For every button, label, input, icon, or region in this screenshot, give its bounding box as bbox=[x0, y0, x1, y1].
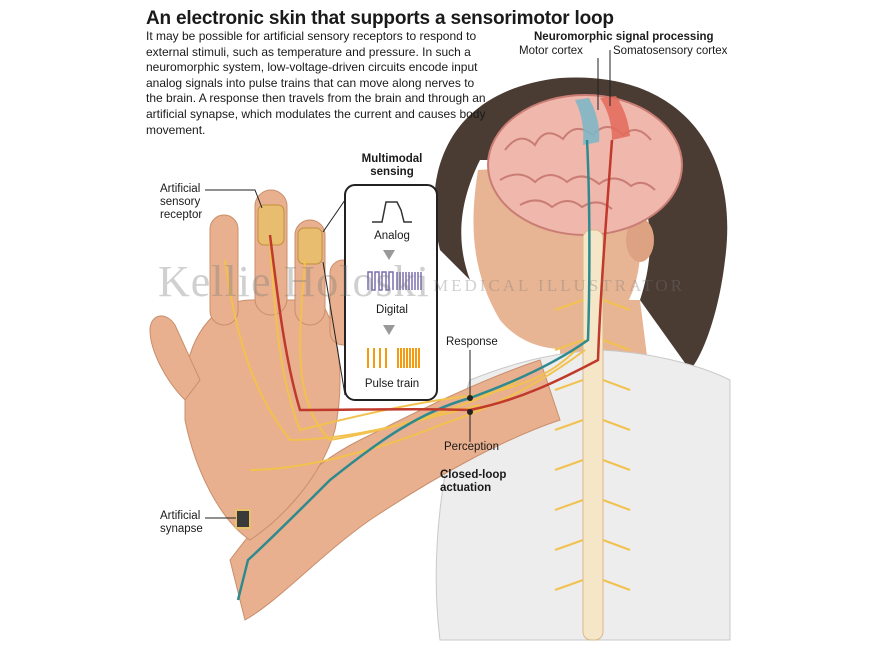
label-multimodal-line2: sensing bbox=[370, 166, 414, 178]
somatosensory-cortex-region bbox=[600, 96, 630, 140]
label-analog: Analog bbox=[374, 230, 410, 242]
pulse-train bbox=[367, 348, 420, 368]
watermark-tagline: MEDICAL ILLUSTRATOR bbox=[433, 276, 686, 295]
label-perception: Perception bbox=[444, 441, 499, 453]
nerves bbox=[224, 239, 586, 471]
artificial-synapse-chip bbox=[235, 509, 251, 529]
label-digital: Digital bbox=[376, 304, 408, 316]
label-motor-cortex: Motor cortex bbox=[519, 45, 583, 57]
label-multimodal-line1: Multimodal bbox=[361, 153, 423, 165]
label-receptor-line1: Artificial bbox=[160, 183, 201, 195]
label-receptor-line2: sensory bbox=[160, 196, 201, 208]
motor-cortex-region bbox=[575, 98, 600, 145]
label-neuromorphic-processing: Neuromorphic signal processing bbox=[534, 31, 714, 43]
artificial-sensory-receptor-2 bbox=[297, 227, 323, 265]
label-closed-loop-line2: actuation bbox=[440, 482, 492, 494]
ear bbox=[626, 218, 654, 262]
label-synapse-line2: synapse bbox=[160, 523, 203, 535]
label-receptor-line3: receptor bbox=[160, 209, 203, 221]
digital-signal bbox=[367, 271, 422, 291]
analog-waveform bbox=[372, 201, 412, 223]
label-synapse-line1: Artificial bbox=[160, 510, 201, 522]
multimodal-sensing-panel bbox=[344, 184, 438, 401]
page-title: An electronic skin that supports a senso… bbox=[146, 8, 614, 29]
label-closed-loop-line1: Closed-loop bbox=[440, 469, 507, 481]
intro-text: It may be possible for artificial sensor… bbox=[146, 29, 486, 137]
watermark-name: Kellie Holoski bbox=[158, 257, 430, 306]
label-somatosensory-cortex: Somatosensory cortex bbox=[613, 45, 728, 57]
label-pulse-train: Pulse train bbox=[364, 378, 420, 390]
label-response: Response bbox=[446, 336, 498, 348]
